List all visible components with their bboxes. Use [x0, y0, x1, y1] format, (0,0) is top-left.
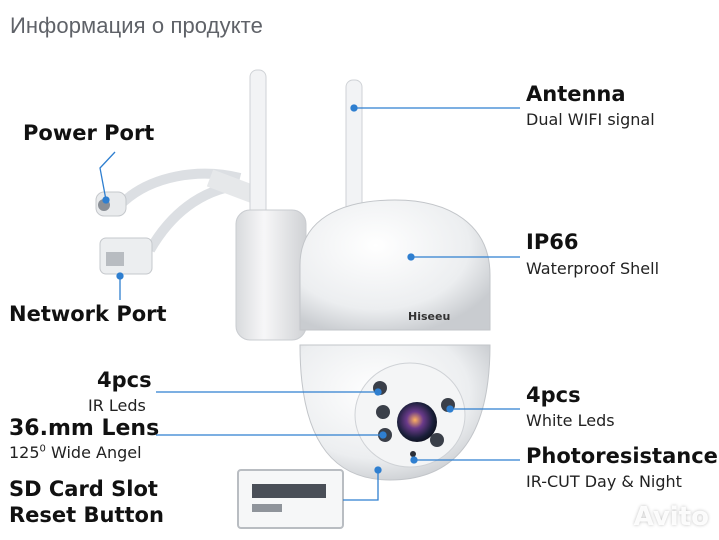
lens-angle-value: 125 [9, 443, 40, 462]
label-ir-sub: IR Leds [88, 396, 146, 415]
label-sd-slot: SD Card Slot [9, 477, 158, 501]
page-title: Информация о продукте [10, 13, 263, 38]
wall-mount [235, 209, 307, 341]
lens-angle-text: Wide Angel [45, 443, 142, 462]
label-antenna-title: Antenna [526, 82, 626, 106]
cable [95, 168, 259, 275]
brand-logo: Hiseeu [408, 310, 450, 323]
pointer-lines [99, 104, 520, 501]
label-network-port: Network Port [9, 302, 167, 326]
label-reset-button: Reset Button [9, 503, 164, 527]
label-white-title: 4pcs [526, 383, 581, 407]
label-white-sub: White Leds [526, 411, 615, 430]
label-photo-sub: IR-CUT Day & Night [526, 472, 682, 491]
label-antenna-sub: Dual WIFI signal [526, 110, 655, 129]
label-ip66-title: IP66 [526, 230, 579, 254]
upper-housing [299, 199, 491, 331]
lens-angle-degree: 0 [39, 443, 46, 455]
lens-face [354, 362, 466, 468]
sd-slot-inset [237, 469, 344, 529]
label-ip66-sub: Waterproof Shell [526, 259, 660, 278]
label-lens-title: 36.mm Lens [9, 416, 160, 441]
label-photo-title: Photoresistance [526, 444, 718, 468]
header: Информация о продукте [0, 0, 719, 50]
label-lens-sub: 1250 Wide Angel [9, 443, 142, 462]
label-power-port: Power Port [23, 121, 155, 145]
label-ir-title: 4pcs [97, 368, 152, 392]
avito-watermark: Avito [633, 502, 709, 532]
